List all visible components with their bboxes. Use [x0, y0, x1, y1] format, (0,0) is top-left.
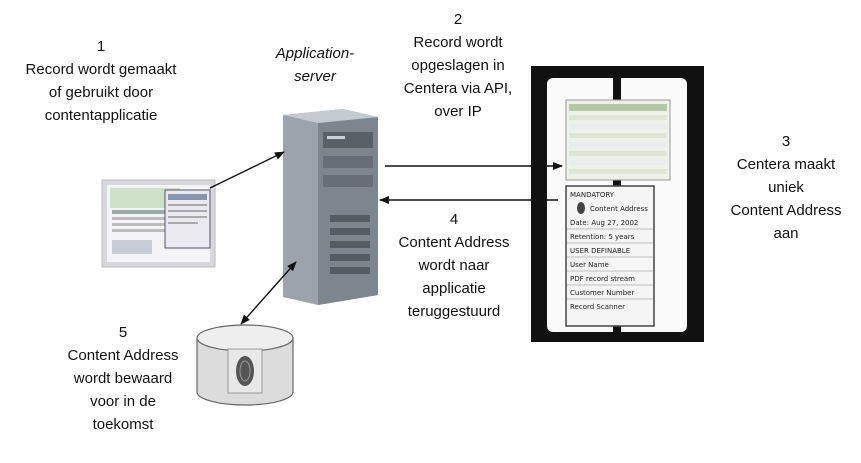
card-line-5: User Name — [570, 261, 609, 269]
card-line-3: Retention: 5 years — [570, 233, 635, 241]
disk-cylinder-icon — [196, 324, 294, 406]
step-1-line-2: of gebruikt door — [48, 84, 154, 101]
card-line-6: PDF record stream — [570, 275, 635, 283]
step-2-line-3: Centera via API, — [403, 80, 513, 97]
step-5-line-3: voor in de — [90, 393, 156, 410]
step-5-line-4: toekomst — [92, 416, 154, 433]
server-tower-icon — [283, 109, 378, 305]
arrow-server-disk — [240, 261, 297, 325]
step-3-line-1: Centera maakt — [736, 156, 836, 173]
step-3-line-3: Content Address — [730, 202, 842, 219]
step-5-line-1: Content Address — [67, 347, 179, 364]
step-2-line-2: opgeslagen in — [411, 57, 505, 74]
step-3-label: 3 Centera maakt uniek Content Address aa… — [714, 130, 858, 245]
card-line-4: USER DEFINABLE — [570, 247, 630, 255]
step-3-line-4: aan — [773, 225, 799, 242]
step-2-label: 2 Record wordt opgeslagen in Centera via… — [388, 8, 528, 123]
monitor-screenshot-icon — [101, 179, 216, 268]
server-label-line-2: server — [294, 68, 336, 85]
card-line-7: Customer Number — [570, 289, 634, 297]
content-card-text: MANDATORY Content Address Date: Aug 27, … — [570, 191, 648, 311]
step-4-line-4: teruggestuurd — [407, 303, 501, 320]
step-5-number: 5 — [118, 324, 128, 341]
centera-document-icon: MANDATORY Content Address Date: Aug 27, … — [531, 66, 704, 342]
step-1-line-3: contentapplicatie — [44, 107, 158, 124]
step-1-number: 1 — [96, 38, 106, 55]
server-label: Application- server — [262, 42, 368, 88]
step-3-line-2: uniek — [768, 179, 804, 196]
arrow-monitor-to-server — [209, 151, 285, 189]
step-4-line-3: applicatie — [422, 280, 486, 297]
step-4-number: 4 — [449, 211, 459, 228]
step-4-label: 4 Content Address wordt naar applicatie … — [375, 208, 533, 323]
step-4-line-2: wordt naar — [418, 257, 490, 274]
step-2-number: 2 — [453, 11, 463, 28]
step-2-line-4: over IP — [434, 103, 482, 120]
fingerprint-icon — [577, 202, 585, 214]
step-1-label: 1 Record wordt gemaakt of gebruikt door … — [0, 35, 202, 127]
fingerprint-icon — [236, 356, 254, 386]
step-1-line-1: Record wordt gemaakt — [25, 61, 177, 78]
card-line-8: Record Scanner — [570, 303, 625, 311]
step-4-line-1: Content Address — [398, 234, 510, 251]
card-line-2: Date: Aug 27, 2002 — [570, 219, 638, 227]
step-3-number: 3 — [781, 133, 791, 150]
step-5-label: 5 Content Address wordt bewaard voor in … — [48, 321, 198, 436]
card-line-1: Content Address — [590, 205, 648, 213]
step-5-line-2: wordt bewaard — [73, 370, 173, 387]
card-line-0: MANDATORY — [570, 191, 615, 199]
step-2-line-1: Record wordt — [413, 34, 503, 51]
server-label-line-1: Application- — [275, 45, 355, 62]
